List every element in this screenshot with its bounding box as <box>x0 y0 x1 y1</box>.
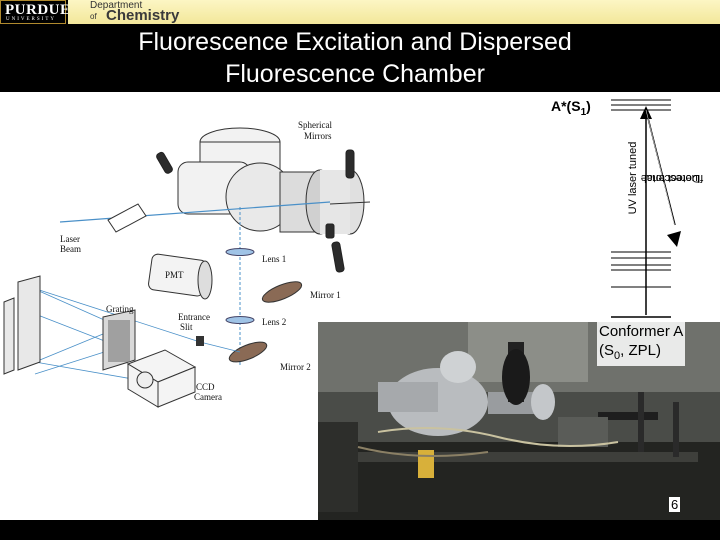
conformer-s-text: (S <box>599 342 614 359</box>
title-line-1: Fluorescence Excitation and Dispersed <box>138 28 572 56</box>
excited-state-text: A*(S <box>551 98 581 114</box>
conformer-line-2: (S0, ZPL) <box>599 341 683 366</box>
conformer-line-1: Conformer A <box>599 323 684 340</box>
department-name: Chemistry <box>106 7 180 24</box>
uv-laser-label: UV laser tuned <box>626 118 640 238</box>
detect-line-2: fluorescence <box>640 172 704 184</box>
label-pmt: PMT <box>165 270 184 280</box>
label-laser: Laser <box>60 234 80 244</box>
slide-footer-bar <box>0 520 720 540</box>
label-ccd: CCD <box>196 382 215 392</box>
label-slit: Slit <box>180 322 193 332</box>
conformer-subscript: 0 <box>614 350 621 362</box>
department-label: Department <box>90 0 143 11</box>
apparatus-schematic: Spherical Mirrors Laser Beam PMT Lens 1 … <box>3 120 370 408</box>
label-mirror1: Mirror 1 <box>310 290 341 300</box>
energy-level-diagram <box>611 99 681 318</box>
excited-state-close: ) <box>586 98 591 114</box>
conformer-zpl-text: , ZPL) <box>620 342 661 359</box>
purdue-name: PURDUE <box>5 2 71 18</box>
title-line-2: Fluorescence Chamber <box>225 60 485 88</box>
conformer-label: Conformer A (S0, ZPL) <box>597 322 686 366</box>
purdue-university-text: UNIVERSITY <box>6 17 56 22</box>
label-camera: Camera <box>194 392 222 402</box>
slide-number: 6 <box>669 497 681 512</box>
uv-laser-text: UV laser tuned <box>627 141 639 215</box>
department-of: of <box>90 12 97 21</box>
label-spherical: Spherical <box>298 120 332 130</box>
label-mirrors: Mirrors <box>304 131 332 141</box>
label-lens1: Lens 1 <box>262 254 286 264</box>
excited-state-subscript: 1 <box>580 106 587 118</box>
slide-header: PURDUE UNIVERSITY Department of Chemistr… <box>0 0 720 92</box>
label-beam: Beam <box>60 244 81 254</box>
purdue-logo: PURDUE UNIVERSITY <box>0 0 70 24</box>
label-mirror2: Mirror 2 <box>280 362 311 372</box>
label-entrance: Entrance <box>178 312 210 322</box>
slide-title: Fluorescence Excitation and Dispersed Fl… <box>95 26 615 90</box>
label-grating: Grating <box>106 304 134 314</box>
label-lens2: Lens 2 <box>262 317 286 327</box>
department-banner: Department of Chemistry <box>68 0 720 24</box>
excited-state-label: A*(S1) <box>551 98 591 118</box>
